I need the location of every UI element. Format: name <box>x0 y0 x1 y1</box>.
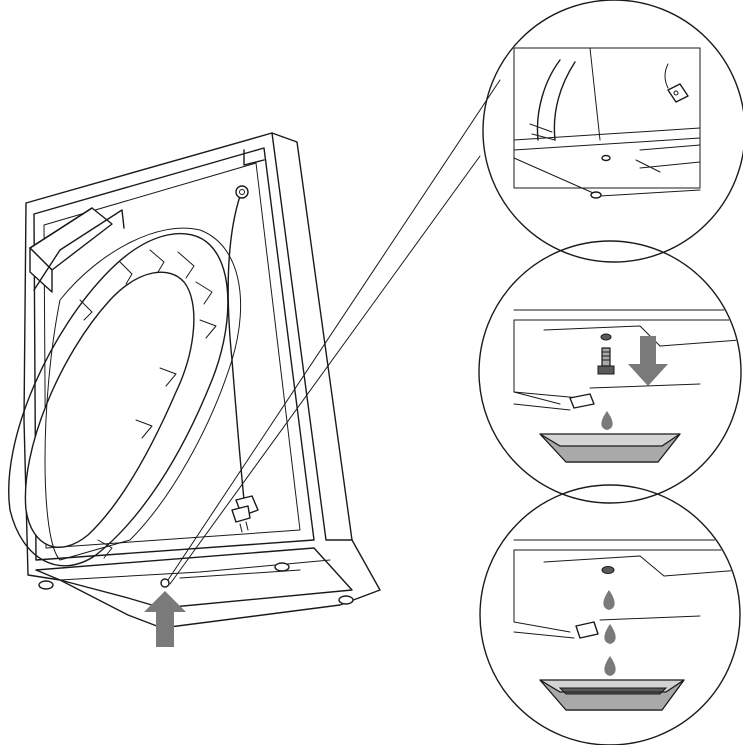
appliance-frame-left <box>33 209 125 291</box>
cord-grommet <box>235 185 249 199</box>
water-drop-icon <box>601 411 613 430</box>
appliance-rear-view <box>8 132 381 647</box>
detail-circle-2 <box>478 240 742 504</box>
foot-left <box>38 580 54 590</box>
appliance-service-box-front <box>29 247 53 293</box>
tray-icon <box>539 433 681 463</box>
screw-icon <box>597 347 615 375</box>
drain-hole-zoomed <box>601 154 611 162</box>
drum-inner-oval <box>24 271 195 548</box>
down-arrow-icon <box>628 336 668 386</box>
zoom-leader-lines <box>167 79 501 585</box>
foot-rear <box>274 562 290 572</box>
up-arrow-icon <box>144 591 186 647</box>
appliance-top-bracket <box>243 149 265 166</box>
tray-icon-filled <box>539 679 685 711</box>
detail-circle-1 <box>482 0 743 263</box>
drum-outer-oval <box>8 233 229 567</box>
water-drop-icon-3 <box>604 656 616 676</box>
detail-circle-3 <box>479 484 741 745</box>
drum-fins <box>79 249 217 559</box>
foot-right <box>338 595 354 605</box>
appliance-side-edge <box>271 132 353 541</box>
drain-point <box>160 578 170 588</box>
water-drop-icon-1 <box>603 590 615 610</box>
drum-recess <box>44 227 242 561</box>
power-cord <box>227 195 245 501</box>
plug-icon <box>231 495 259 533</box>
plug-icon-zoomed <box>664 63 689 103</box>
water-drop-icon-2 <box>604 624 616 644</box>
appliance-outer-body <box>23 132 381 629</box>
